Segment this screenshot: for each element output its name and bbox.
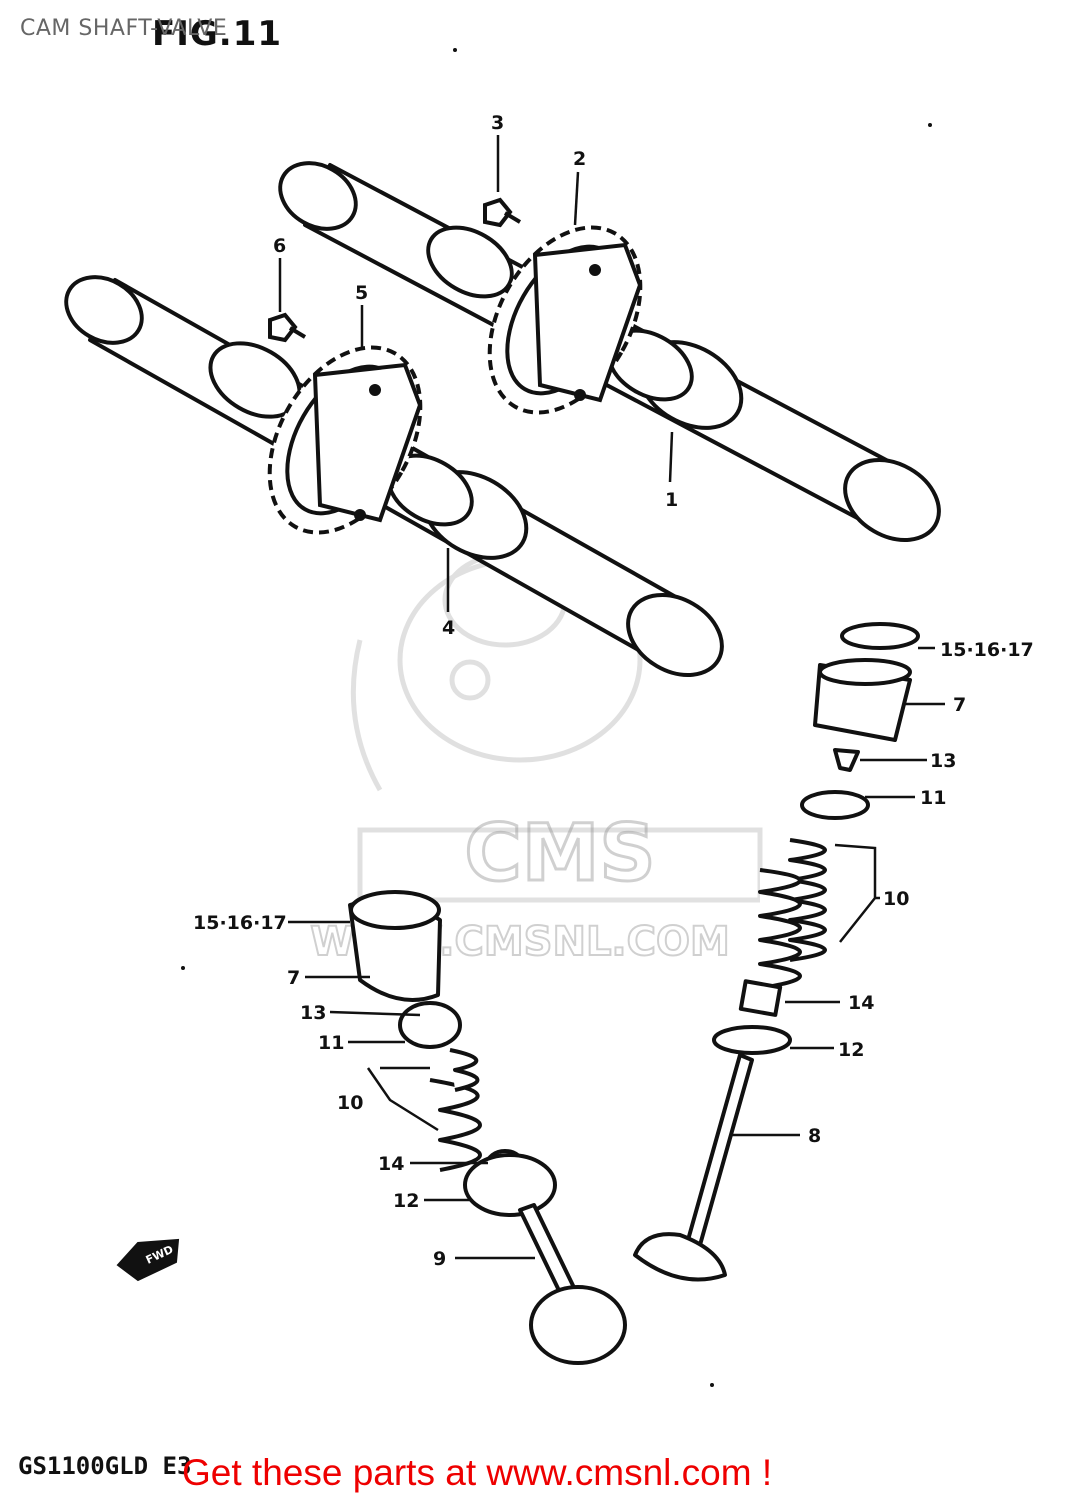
callout-12-right: 12 bbox=[838, 1039, 864, 1061]
model-code: GS1100GLD E3 bbox=[18, 1452, 192, 1480]
callout-13-right: 13 bbox=[930, 750, 956, 772]
forward-direction-marker: FWD bbox=[0, 0, 180, 1500]
leader-1 bbox=[668, 431, 674, 483]
callout-7-left: 7 bbox=[287, 967, 300, 989]
callout-13-left: 13 bbox=[300, 1002, 326, 1024]
callout-11-left: 11 bbox=[318, 1032, 344, 1054]
fwd-arrow bbox=[116, 1238, 180, 1282]
figure-title: FIG.11 bbox=[152, 14, 283, 54]
callout-7-right: 7 bbox=[953, 694, 966, 716]
scan-specks bbox=[181, 48, 932, 1387]
leader-13l bbox=[329, 1010, 421, 1017]
right-retainer bbox=[800, 790, 870, 820]
watermark-brand: CMS bbox=[464, 809, 655, 899]
callout-10-right: 10 bbox=[883, 888, 909, 910]
watermark-mascot-arm bbox=[350, 639, 383, 792]
callout-15-16-17-left: 15·16·17 bbox=[193, 912, 287, 934]
callout-8: 8 bbox=[808, 1125, 821, 1147]
callout-4: 4 bbox=[442, 617, 455, 639]
callout-5: 5 bbox=[355, 282, 368, 304]
callout-1: 1 bbox=[665, 489, 678, 511]
callout-11-right: 11 bbox=[920, 787, 946, 809]
leader-2 bbox=[573, 171, 580, 226]
left-spring-seat bbox=[463, 1153, 557, 1217]
callout-15-16-17-right: 15·16·17 bbox=[940, 639, 1034, 661]
right-spring-seat bbox=[712, 1025, 792, 1055]
left-retainer bbox=[398, 1001, 462, 1049]
callout-10-left: 10 bbox=[337, 1092, 363, 1114]
bolt-3 bbox=[483, 197, 522, 228]
callout-9: 9 bbox=[433, 1248, 446, 1270]
left-valve-head bbox=[529, 1285, 627, 1365]
right-valve-stem bbox=[686, 1053, 754, 1247]
callout-2: 2 bbox=[573, 148, 586, 170]
leader-10l bbox=[366, 1066, 439, 1132]
callout-3: 3 bbox=[491, 112, 504, 134]
callout-labels: 1 2 3 4 5 6 7 7 8 9 10 10 11 11 12 12 13… bbox=[193, 112, 1034, 1270]
get-parts-link[interactable]: Get these parts at www.cmsnl.com ! bbox=[182, 1452, 773, 1493]
diagram-caption: CAM SHAFT-VALVE bbox=[20, 16, 228, 41]
callout-6: 6 bbox=[273, 235, 286, 257]
bolt-6 bbox=[268, 312, 307, 343]
right-seal bbox=[738, 979, 783, 1017]
callout-14-left: 14 bbox=[378, 1153, 404, 1175]
right-cotter bbox=[833, 748, 860, 772]
leader-lines bbox=[278, 135, 945, 1260]
left-spring bbox=[429, 1078, 482, 1172]
sprocket-lower bbox=[267, 345, 423, 535]
callout-14-right: 14 bbox=[848, 992, 874, 1014]
sprocket-upper bbox=[487, 225, 643, 415]
right-valve-assembly bbox=[633, 622, 920, 1282]
right-valve-head bbox=[633, 1232, 727, 1282]
watermark-mascot-eye bbox=[449, 659, 491, 701]
leader-10r bbox=[834, 843, 877, 943]
right-shim bbox=[840, 622, 920, 650]
callout-12-left: 12 bbox=[393, 1190, 419, 1212]
left-valve-assembly bbox=[348, 890, 627, 1365]
